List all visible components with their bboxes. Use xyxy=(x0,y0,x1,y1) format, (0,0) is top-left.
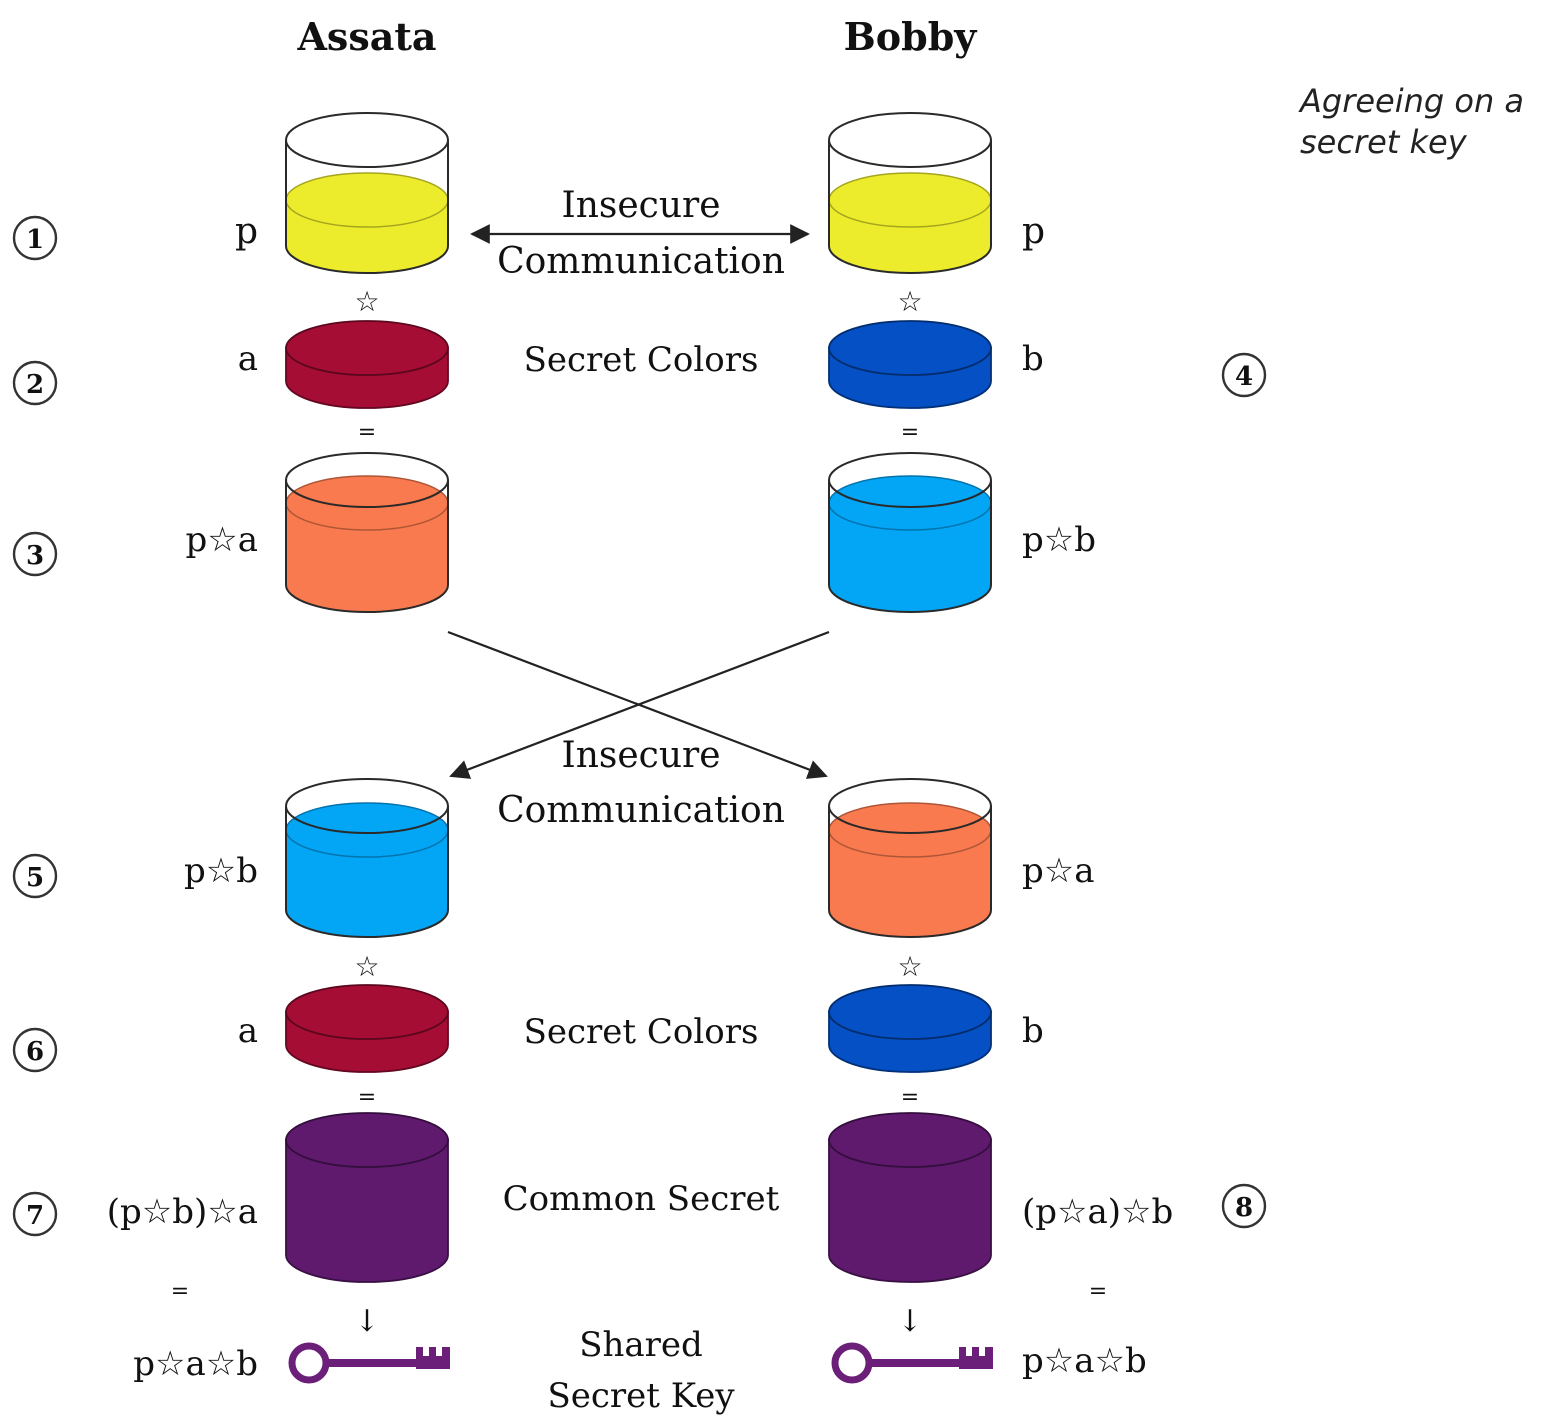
step-badge-4: 4 xyxy=(1221,352,1267,398)
step-badge-1: 1 xyxy=(12,215,58,261)
equals-right-2: = xyxy=(901,1085,919,1110)
step-number-5: 5 xyxy=(26,863,44,893)
left-secret-color-disk xyxy=(285,320,449,409)
left-public-label: p xyxy=(235,211,258,252)
step-badge-6: 6 xyxy=(12,1027,58,1073)
shared-key-label-2: Secret Key xyxy=(547,1376,735,1416)
participant-bobby: Bobby xyxy=(844,14,978,59)
left-secret-color-disk-2 xyxy=(285,984,449,1073)
right-mix-sent-label: p☆b xyxy=(1022,520,1096,560)
step-badges: 1 2 3 4 5 6 7 8 xyxy=(12,215,1267,1237)
insecure-label-2b: Communication xyxy=(497,790,785,831)
left-key-icon xyxy=(288,1342,450,1384)
star-operator-right-2: ☆ xyxy=(897,950,922,983)
insecure-label-1b: Communication xyxy=(497,241,785,282)
step-number-4: 4 xyxy=(1235,362,1253,392)
right-received-mixture-cup xyxy=(828,778,992,938)
left-public-paint-cup xyxy=(285,112,449,274)
left-common-secret-cylinder xyxy=(285,1112,449,1283)
down-arrow-left: ↓ xyxy=(354,1304,379,1339)
left-mix-sent-label: p☆a xyxy=(185,520,258,560)
star-operator-left-2: ☆ xyxy=(354,950,379,983)
step-number-6: 6 xyxy=(26,1037,44,1067)
equals-right-1: = xyxy=(901,420,919,445)
right-mix-received-label: p☆a xyxy=(1022,851,1095,891)
right-key-icon xyxy=(831,1342,993,1384)
insecure-label-1a: Insecure xyxy=(561,185,720,226)
equals-right-3: = xyxy=(1089,1279,1107,1304)
step-badge-7: 7 xyxy=(12,1191,58,1237)
secret-colors-label-2: Secret Colors xyxy=(524,1012,759,1052)
right-secret-color-disk-2 xyxy=(828,984,992,1073)
equals-left-1: = xyxy=(358,420,376,445)
left-secret-label: a xyxy=(238,339,258,379)
right-public-label: p xyxy=(1022,211,1045,252)
step-number-8: 8 xyxy=(1235,1193,1253,1223)
step-number-1: 1 xyxy=(26,225,44,255)
exchange-arrow-to-assata xyxy=(449,630,830,779)
star-operator-right-1: ☆ xyxy=(897,285,922,318)
right-key-label: p☆a☆b xyxy=(1022,1341,1147,1381)
step-number-7: 7 xyxy=(26,1201,44,1231)
participant-assata: Assata xyxy=(296,14,436,59)
left-common-label: (p☆b)☆a xyxy=(107,1192,258,1232)
star-operator-left-1: ☆ xyxy=(354,285,379,318)
step-badge-3: 3 xyxy=(12,531,58,577)
right-public-paint-cup xyxy=(828,112,992,274)
right-common-secret-cylinder xyxy=(828,1112,992,1283)
shared-key-label-1: Shared xyxy=(579,1325,703,1365)
right-secret-label: b xyxy=(1022,339,1044,379)
step-badge-8: 8 xyxy=(1221,1183,1267,1229)
equals-left-3: = xyxy=(171,1279,189,1304)
equals-left-2: = xyxy=(358,1085,376,1110)
left-mix-received-label: p☆b xyxy=(184,851,258,891)
step-number-3: 3 xyxy=(26,541,44,571)
step-number-2: 2 xyxy=(26,370,44,400)
left-key-label: p☆a☆b xyxy=(133,1344,258,1384)
down-arrow-right: ↓ xyxy=(897,1304,922,1339)
step-badge-5: 5 xyxy=(12,853,58,899)
step-badge-2: 2 xyxy=(12,360,58,406)
insecure-label-2a: Insecure xyxy=(561,735,720,776)
common-secret-label: Common Secret xyxy=(503,1179,780,1219)
right-common-label: (p☆a)☆b xyxy=(1022,1192,1173,1232)
left-mixture-cup xyxy=(285,452,449,613)
right-secret-again-label: b xyxy=(1022,1011,1044,1051)
side-note-line-1: Agreeing on a xyxy=(1298,82,1524,120)
secret-colors-label-1: Secret Colors xyxy=(524,340,759,380)
right-mixture-cup xyxy=(828,452,992,613)
side-note-line-2: secret key xyxy=(1300,123,1468,161)
left-received-mixture-cup xyxy=(285,778,449,938)
right-secret-color-disk xyxy=(828,320,992,409)
left-secret-again-label: a xyxy=(238,1011,258,1051)
